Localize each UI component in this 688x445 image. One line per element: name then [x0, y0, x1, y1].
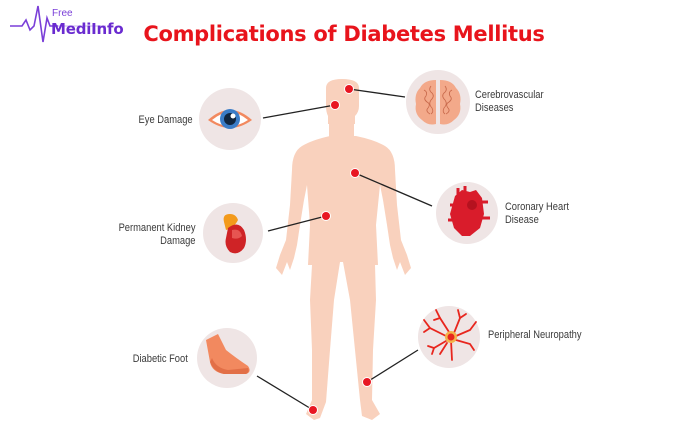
page-title: Complications of Diabetes Mellitus — [0, 22, 688, 46]
connector-eye — [262, 104, 336, 119]
label-cerebrovascular-diseases: Cerebrovascular Diseases — [475, 89, 544, 114]
connector-foot — [256, 375, 314, 411]
label-peripheral-neuropathy: Peripheral Neuropathy — [488, 329, 582, 341]
marker-dots — [308, 84, 372, 415]
page-title-text: Complications of Diabetes Mellitus — [143, 22, 545, 46]
heart-icon — [436, 182, 498, 244]
marker-brain — [344, 84, 354, 94]
logo: Free MediInfo — [8, 4, 128, 44]
label-permanent-kidney-damage: Permanent Kidney Damage — [118, 222, 195, 247]
connector-brain — [348, 88, 406, 98]
neuron-icon — [418, 306, 480, 368]
human-body-silhouette — [276, 79, 411, 420]
label-eye-damage: Eye Damage — [138, 114, 193, 126]
connector-neuron — [366, 349, 419, 383]
marker-foot — [308, 405, 318, 415]
heartbeat-icon — [10, 5, 106, 43]
marker-heart — [350, 168, 360, 178]
logo-text-mediinfo: MediInfo — [51, 20, 124, 38]
eye-icon — [199, 88, 261, 150]
marker-kidney — [321, 211, 331, 221]
foot-icon — [197, 328, 257, 388]
marker-eye — [330, 100, 340, 110]
connector-lines — [256, 88, 433, 411]
label-coronary-heart-disease: Coronary Heart Disease — [505, 201, 569, 226]
marker-neuron — [362, 377, 372, 387]
kidney-icon — [203, 203, 263, 263]
logo-text-free: Free — [52, 8, 73, 19]
brain-icon — [406, 70, 470, 134]
label-diabetic-foot: Diabetic Foot — [132, 353, 188, 365]
connector-kidney — [267, 215, 327, 232]
connector-heart — [354, 172, 433, 207]
